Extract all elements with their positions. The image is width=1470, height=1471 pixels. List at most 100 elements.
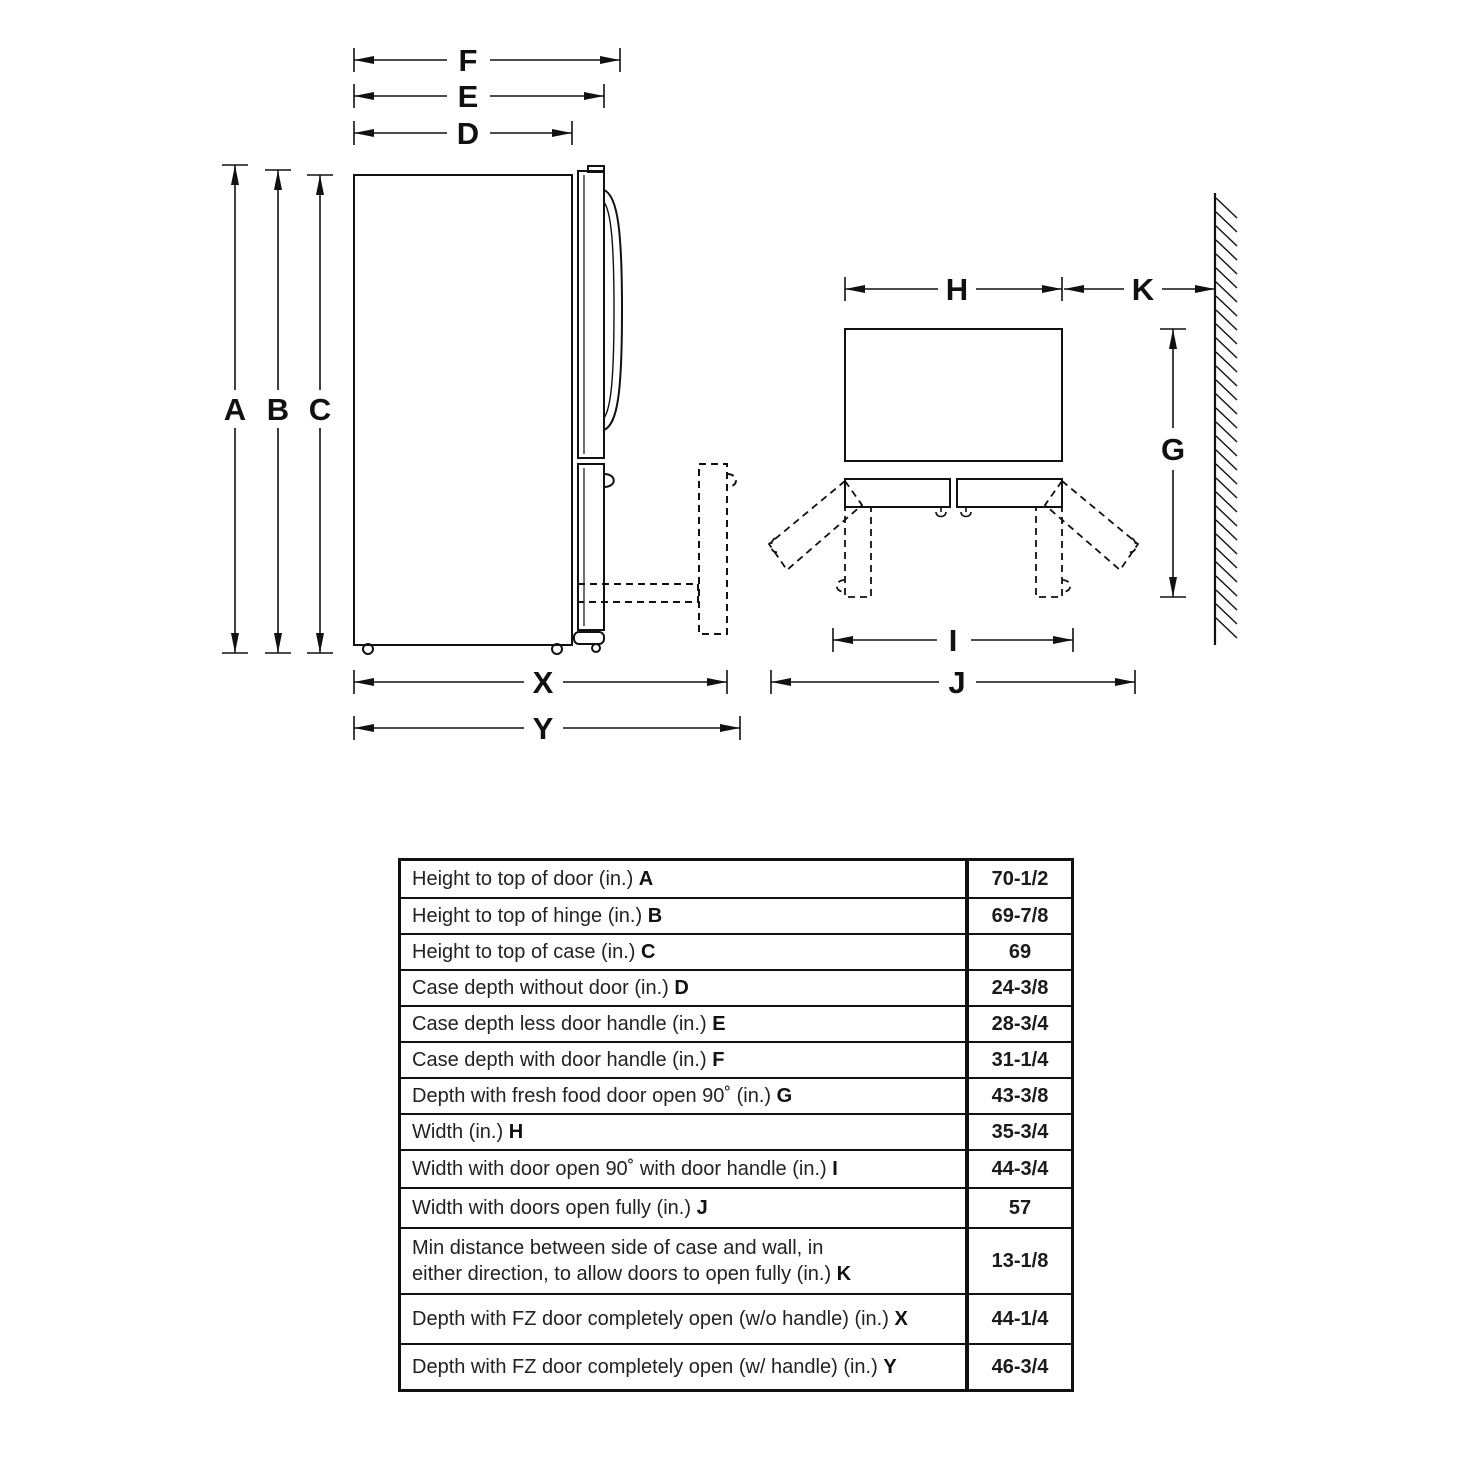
description-label: Width (in.) (412, 1121, 504, 1143)
dimension-description: Height to top of case (in.) C (398, 933, 969, 971)
dimension-value: 46-3/4 (966, 1343, 1074, 1392)
dimension-y-label: Y (533, 711, 554, 746)
description-letter: Y (883, 1356, 897, 1378)
description-label: Height to top of case (in.) (412, 941, 636, 963)
dimension-d (353, 121, 573, 145)
description-letter: H (508, 1121, 524, 1143)
front-roller (591, 643, 601, 653)
description-letter: B (647, 905, 663, 927)
dimension-description: Depth with FZ door completely open (w/ h… (398, 1343, 969, 1392)
dimension-description: Case depth with door handle (in.) F (398, 1041, 969, 1079)
dimension-f (353, 48, 621, 72)
dimension-description: Width (in.) H (398, 1113, 969, 1151)
description-label: Depth with fresh food door open 90˚ (in.… (412, 1085, 772, 1107)
description-label: Depth with FZ door completely open (w/o … (412, 1308, 889, 1330)
table-row: Depth with FZ door completely open (w/o … (398, 1293, 1074, 1345)
dimension-g (1160, 328, 1186, 598)
description-letter: I (832, 1158, 838, 1180)
fresh-food-door (577, 170, 605, 459)
table-row: Height to top of hinge (in.) B 69-7/8 (398, 897, 1074, 935)
dimension-g-label: G (1161, 432, 1185, 467)
doors-open-90 (835, 506, 1072, 598)
description-letter: A (638, 868, 654, 890)
right-door-open-90-handle (1061, 579, 1072, 593)
table-row: Width with doors open fully (in.) J 57 (398, 1187, 1074, 1229)
dimension-c-label: C (309, 392, 331, 427)
dimension-value: 69 (966, 933, 1074, 971)
dimension-x (353, 670, 728, 694)
open-freezer-drawer (577, 463, 737, 635)
wall-hatch (1215, 197, 1238, 639)
description-letter: J (696, 1197, 708, 1219)
doors-open-fully (767, 479, 1140, 572)
side-view-dimensions (222, 48, 741, 740)
description-label: Width with doors open fully (in.) (412, 1197, 692, 1219)
table-row: Width (in.) H 35-3/4 (398, 1113, 1074, 1151)
rear-foot (551, 643, 563, 655)
dimension-description: Depth with fresh food door open 90˚ (in.… (398, 1077, 969, 1115)
dimension-f-label: F (459, 43, 478, 78)
refrigerator-dimension-diagram: F E D A B C X Y H K G I J (222, 43, 1238, 746)
fresh-food-door-handle-inner (603, 201, 615, 419)
left-door-open-90-handle (835, 579, 846, 593)
dimension-description: Width with doors open fully (in.) J (398, 1187, 969, 1229)
freezer-drawer-open (698, 463, 728, 635)
freezer-drawer (577, 463, 605, 631)
dimension-j (770, 670, 1136, 694)
dimension-b (265, 169, 291, 654)
table-row: Height to top of door (in.) A 70-1/2 (398, 858, 1074, 899)
dimension-e (353, 84, 605, 108)
dimension-x-label: X (533, 665, 554, 700)
description-letter: F (712, 1049, 725, 1071)
dimension-value: 13-1/8 (966, 1227, 1074, 1295)
table-row: Width with door open 90˚ with door handl… (398, 1149, 1074, 1189)
dimension-labels: F E D A B C X Y H K G I J (224, 43, 1185, 746)
fresh-food-door-handle (603, 189, 624, 431)
right-door-open-90 (1035, 506, 1063, 598)
dimension-h-label: H (946, 272, 968, 307)
top-view (767, 193, 1238, 645)
dimension-value: 70-1/2 (966, 858, 1074, 899)
dimension-j-label: J (948, 665, 965, 700)
description-label: Depth with FZ door completely open (w/ h… (412, 1356, 878, 1378)
description-label: Width with door open 90˚ with door handl… (412, 1158, 827, 1180)
dimension-h (844, 277, 1063, 301)
base-grille (573, 631, 605, 645)
dimensions-table: Height to top of door (in.) A 70-1/2 Hei… (398, 858, 1074, 1392)
description-letter: C (641, 941, 656, 963)
front-foot (362, 643, 374, 655)
table-row: Case depth less door handle (in.) E 28-3… (398, 1005, 1074, 1043)
dimension-value: 35-3/4 (966, 1113, 1074, 1151)
description-label: Height to top of door (in.) (412, 868, 634, 890)
freezer-drawer-rails (577, 583, 699, 603)
dimension-value: 43-3/8 (966, 1077, 1074, 1115)
description-letter: D (674, 977, 689, 999)
description-label: Height to top of hinge (in.) (412, 905, 643, 927)
dimension-d-label: D (457, 116, 479, 151)
dimension-value: 69-7/8 (966, 897, 1074, 935)
dimension-value: 44-1/4 (966, 1293, 1074, 1345)
dimension-a-label: A (224, 392, 246, 427)
dimension-e-label: E (458, 79, 479, 114)
dimension-description: Height to top of hinge (in.) B (398, 897, 969, 935)
dimension-k-label: K (1132, 272, 1155, 307)
left-door-open-fully (767, 479, 864, 572)
table-row: Depth with FZ door completely open (w/ h… (398, 1343, 1074, 1392)
left-door-handle (935, 507, 947, 518)
refrigerator-case-top (844, 328, 1063, 462)
dimension-i (832, 628, 1074, 652)
right-door-open-fully (1043, 479, 1140, 572)
description-letter: X (894, 1308, 908, 1330)
dimensions-table-body: Height to top of door (in.) A 70-1/2 Hei… (398, 858, 1074, 1392)
description-label: Case depth less door handle (in.) (412, 1013, 707, 1035)
dimension-i-label: I (949, 623, 958, 658)
dimension-description: Min distance between side of case and wa… (398, 1227, 969, 1295)
dimension-value: 28-3/4 (966, 1005, 1074, 1043)
description-letter: E (712, 1013, 726, 1035)
table-row: Min distance between side of case and wa… (398, 1227, 1074, 1295)
freezer-drawer-handle (603, 473, 615, 488)
table-row: Case depth with door handle (in.) F 31-1… (398, 1041, 1074, 1079)
description-letter: G (776, 1085, 793, 1107)
right-door-closed (956, 478, 1063, 508)
table-row: Case depth without door (in.) D 24-3/8 (398, 969, 1074, 1007)
